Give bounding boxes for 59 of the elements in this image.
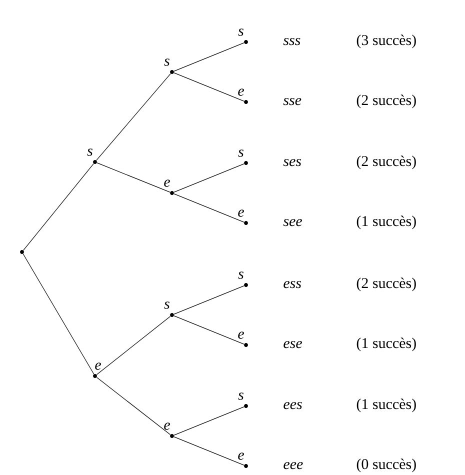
branch-label: s	[87, 148, 92, 156]
success-count: (1 succès)	[356, 398, 416, 412]
branch-label: e	[238, 332, 244, 339]
branch-label: e	[238, 210, 244, 217]
tree-node	[238, 88, 416, 108]
tree-node	[238, 150, 416, 170]
branch-line	[96, 162, 170, 192]
tree-node	[238, 332, 416, 352]
tree-node	[164, 302, 174, 317]
outcome-label: ses	[283, 158, 302, 166]
branch-line	[174, 286, 244, 314]
outcome-label: ese	[284, 340, 302, 348]
branch-label: s	[238, 28, 244, 36]
branch-line	[96, 73, 171, 161]
branch-line	[96, 377, 171, 435]
branch-label: e	[95, 362, 101, 370]
branch-line	[23, 163, 94, 251]
outcome-label: eee	[284, 462, 303, 470]
success-count: (0 succès)	[356, 458, 416, 472]
success-count: (2 succès)	[356, 94, 416, 108]
success-count: (1 succès)	[356, 216, 416, 230]
success-count: (3 succès)	[356, 34, 416, 48]
branch-label: e	[238, 88, 244, 96]
branch-line	[174, 194, 244, 222]
branch-line	[22, 254, 94, 374]
branch-line	[174, 436, 244, 466]
outcome-label: see	[283, 218, 302, 226]
branch-label: e	[164, 180, 170, 187]
success-count: (1 succès)	[356, 338, 416, 352]
outcome-label: sse	[283, 98, 302, 106]
branch-label: e	[238, 452, 244, 460]
branch-line	[174, 164, 244, 192]
tree-node	[238, 272, 416, 292]
branch-line	[96, 316, 171, 375]
outcome-label: ess	[284, 280, 302, 288]
outcome-label: ees	[284, 402, 302, 410]
tree-node	[238, 392, 416, 412]
branch-label: s	[164, 58, 170, 66]
tree-node	[238, 210, 416, 230]
tree-node	[93, 362, 101, 378]
success-count: (2 succès)	[356, 278, 416, 292]
outcome-label: sss	[283, 38, 300, 46]
tree-node	[20, 250, 24, 254]
branch-line	[174, 316, 244, 344]
tree-node	[164, 180, 174, 195]
branch-line	[174, 42, 244, 72]
success-count: (2 succès)	[356, 156, 416, 170]
tree-node	[238, 28, 416, 48]
branch-label: s	[164, 302, 170, 309]
tree-node	[164, 58, 174, 74]
branch-line	[174, 72, 244, 102]
branch-line	[174, 406, 244, 436]
branch-label: s	[238, 272, 244, 279]
tree-node	[238, 452, 416, 472]
branch-label: s	[238, 150, 244, 157]
branch-label: s	[238, 392, 244, 400]
tree-node	[164, 422, 174, 438]
branch-label: e	[164, 422, 170, 430]
tree-node	[87, 148, 97, 164]
